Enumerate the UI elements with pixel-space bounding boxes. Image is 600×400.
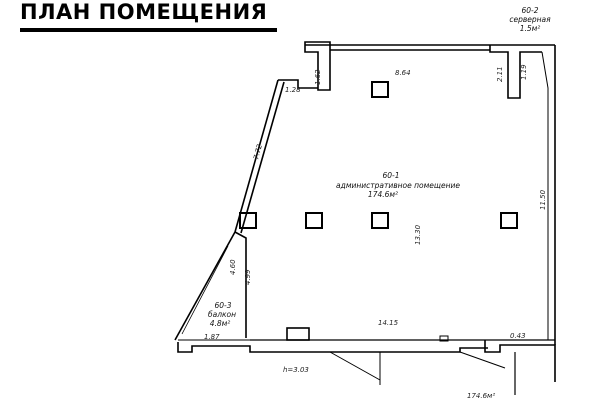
- wall-diagonal: [234, 79, 279, 233]
- dim-balcony-left: 4.60: [229, 259, 237, 275]
- room-balcony-number: 60-3: [214, 301, 231, 310]
- bottom-marker: [439, 335, 449, 342]
- column-1: [239, 212, 257, 229]
- balcony-outer-edge: [174, 231, 236, 341]
- room-balcony-name: балкон: [208, 310, 236, 319]
- room-main-name: административное помещение: [336, 181, 460, 190]
- bottom-area: 174.6м²: [467, 392, 495, 400]
- column-4: [500, 212, 518, 229]
- room-server-number: 60-2: [521, 6, 538, 15]
- dim-server-a: 2.11: [496, 66, 504, 82]
- dim-top-wall: 8.64: [395, 69, 411, 77]
- wall-balcony-divider: [234, 231, 247, 338]
- room-server-area: 1.5м²: [520, 24, 541, 33]
- wall-bottom: [177, 342, 488, 353]
- title-underline: [20, 28, 277, 32]
- dim-bottom-wall: 14.15: [378, 319, 399, 327]
- dim-left-top: 1.28: [285, 86, 301, 94]
- column-2: [305, 212, 323, 229]
- balcony-rail: [181, 245, 229, 335]
- dim-right-wall: 11.50: [539, 189, 547, 210]
- level-mark: h=3.03: [283, 366, 309, 374]
- server-room-door: [541, 51, 549, 92]
- wall-left-step: [278, 79, 318, 89]
- dim-diagonal: 7.72: [252, 143, 264, 161]
- dim-balcony-right: 4.99: [244, 269, 252, 285]
- room-main-area: 174.6м²: [368, 190, 398, 199]
- wall-diagonal-inner: [240, 81, 285, 234]
- room-server-name: серверная: [509, 15, 551, 24]
- dim-center-depth: 13.30: [414, 224, 422, 245]
- room-balcony-area: 4.8м²: [210, 319, 231, 328]
- lower-structure: [329, 351, 506, 385]
- page-title: ПЛАН ПОМЕЩЕНИЯ: [20, 0, 268, 24]
- bottom-alcove: [286, 327, 310, 341]
- column-top: [371, 81, 389, 98]
- wall-pillar-top-left: [304, 41, 331, 91]
- dim-left-notch: 1.62: [314, 69, 322, 85]
- server-room-walls: [489, 45, 542, 99]
- dim-bottom-right: 0.43: [510, 332, 526, 340]
- wall-bottom-right: [484, 340, 556, 382]
- dim-server-b: 1.19: [520, 64, 528, 80]
- room-main-number: 60-1: [382, 171, 399, 180]
- dim-bottom-left: 1.87: [204, 333, 220, 341]
- column-3: [371, 212, 389, 229]
